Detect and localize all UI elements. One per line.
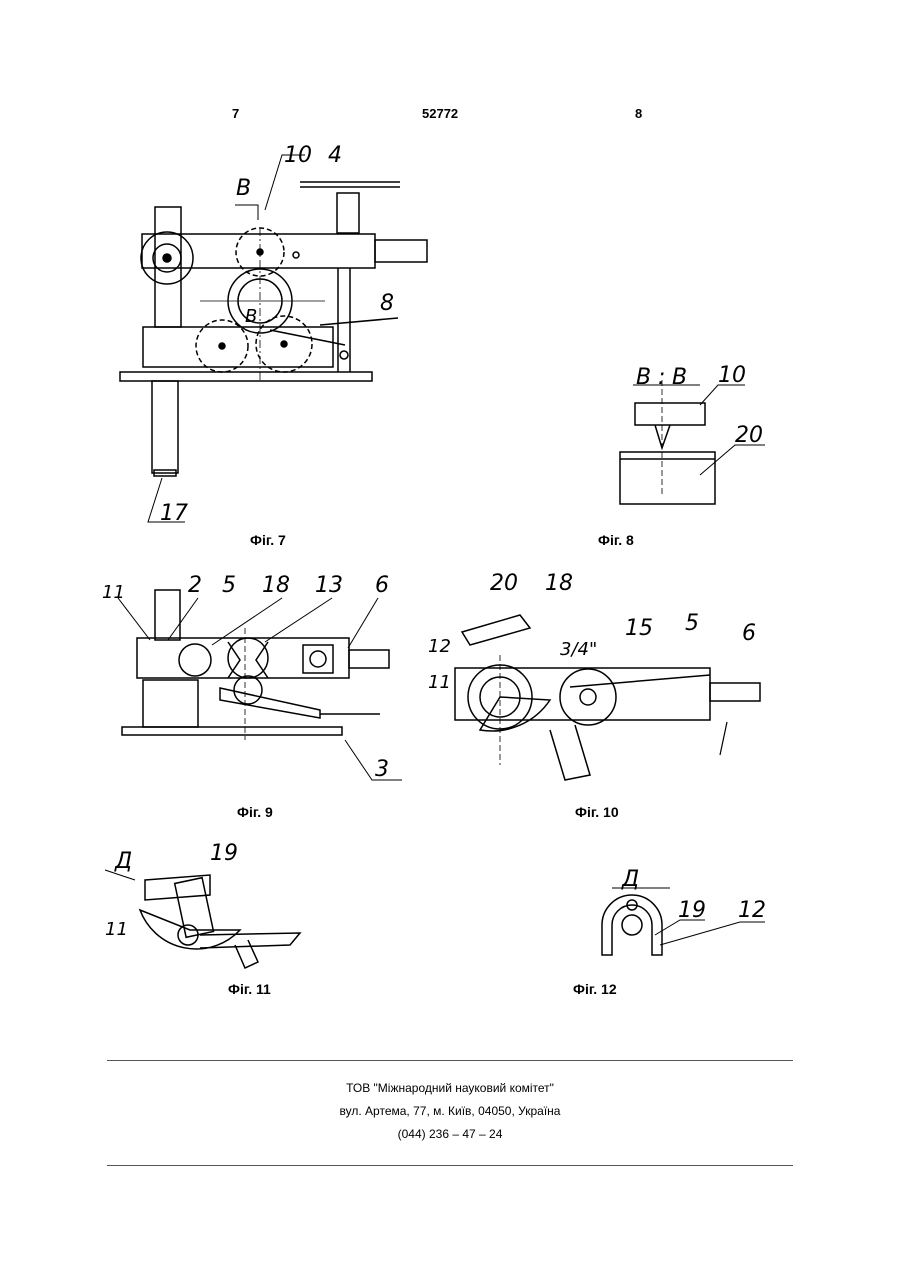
svg-text:19: 19	[210, 841, 238, 866]
svg-text:B: B	[672, 365, 687, 390]
svg-text:3/4": 3/4"	[560, 639, 597, 660]
publisher-address: вул. Артема, 77, м. Київ, 04050, Україна	[0, 1104, 900, 1118]
svg-text:B: B	[236, 176, 251, 201]
svg-text:Д: Д	[114, 849, 132, 874]
figure-9-drawing: 11 2 5 18 13 6 3	[102, 573, 402, 782]
svg-text:15: 15	[625, 616, 653, 641]
figure-10-drawing: 20 18 12 3/4" 15 5 6 11	[428, 571, 760, 780]
svg-text:20: 20	[490, 571, 518, 596]
figure-11-drawing: Д 19 11	[105, 841, 300, 968]
figure-8-drawing: B : B 10 20	[620, 363, 765, 504]
svg-text:20: 20	[735, 423, 763, 448]
svg-text:19: 19	[678, 898, 706, 923]
svg-text:11: 11	[428, 672, 451, 693]
svg-text:8: 8	[380, 291, 394, 316]
figure-12-drawing: Д 19 12	[602, 867, 766, 955]
svg-text:10: 10	[718, 363, 746, 388]
svg-text:6: 6	[375, 573, 389, 598]
figure-8-caption: Фіг. 8	[598, 532, 634, 548]
svg-text:12: 12	[428, 636, 451, 657]
svg-text:11: 11	[102, 582, 125, 603]
svg-text:2: 2	[188, 573, 202, 598]
svg-text:5: 5	[222, 573, 236, 598]
svg-text:10: 10	[284, 143, 312, 168]
svg-text:18: 18	[262, 573, 290, 598]
figure-9-caption: Фіг. 9	[237, 804, 273, 820]
svg-text:11: 11	[105, 919, 128, 940]
svg-text:B: B	[636, 365, 651, 390]
figure-7-drawing: 10 4 B 8 B 17	[120, 143, 427, 526]
footer-bottom-rule	[107, 1165, 793, 1166]
svg-text:B: B	[245, 306, 257, 327]
figure-10-caption: Фіг. 10	[575, 804, 619, 820]
publisher-phone: (044) 236 – 47 – 24	[0, 1127, 900, 1141]
publisher-name: ТОВ "Міжнародний науковий комітет"	[0, 1081, 900, 1095]
svg-text:17: 17	[160, 501, 188, 526]
svg-text:13: 13	[315, 573, 343, 598]
svg-text:12: 12	[738, 898, 766, 923]
figure-7-caption: Фіг. 7	[250, 532, 286, 548]
figure-11-caption: Фіг. 11	[228, 981, 271, 997]
figure-12-caption: Фіг. 12	[573, 981, 617, 997]
svg-text::: :	[658, 365, 665, 390]
svg-text:5: 5	[685, 611, 699, 636]
svg-text:3: 3	[375, 757, 389, 782]
svg-text:18: 18	[545, 571, 573, 596]
svg-text:6: 6	[742, 621, 756, 646]
footer-top-rule	[107, 1060, 793, 1061]
svg-text:Д: Д	[621, 867, 639, 892]
svg-text:4: 4	[328, 143, 342, 168]
